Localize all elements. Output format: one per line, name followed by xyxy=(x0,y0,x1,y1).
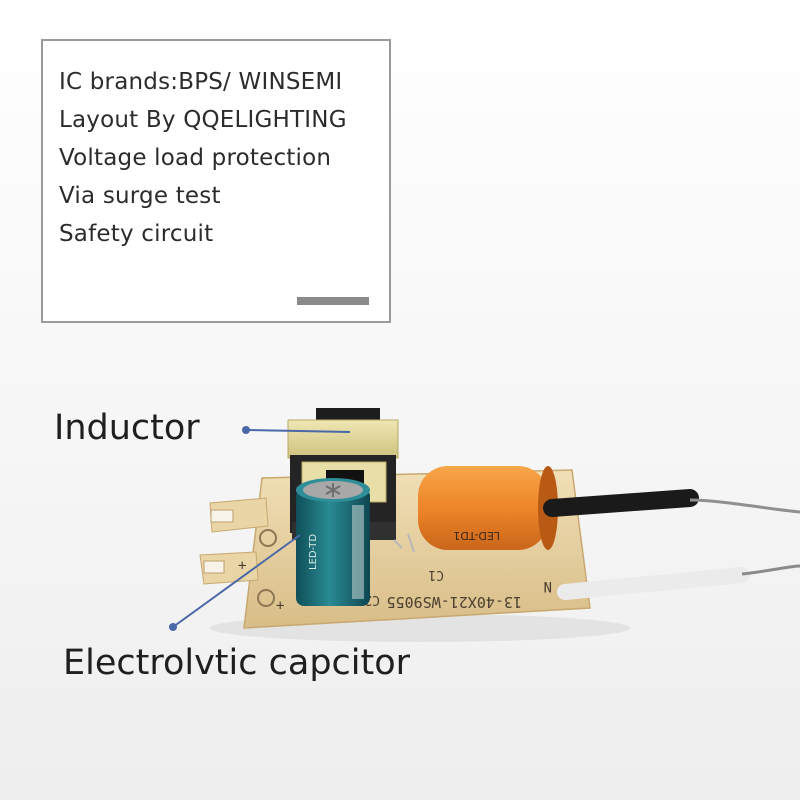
spec-decorative-bar xyxy=(297,297,369,305)
spec-line-ic-brands: IC brands:BPS/ WINSEMI xyxy=(59,69,343,95)
capacitor-callout-line xyxy=(169,534,301,631)
component-lead xyxy=(393,533,415,553)
spec-line-safety-circuit: Safety circuit xyxy=(59,221,214,247)
pcb-plus-bottom: + xyxy=(276,598,284,614)
spec-line-surge-test: Via surge test xyxy=(59,183,221,209)
blue-electrolytic-capacitor: LED-TD xyxy=(296,478,370,606)
pcb-part-number: 13-40X21-WS9055 xyxy=(387,593,522,611)
pcb-plus-top: + xyxy=(238,558,246,574)
spec-list: IC brands:BPS/ WINSEMI Layout By QQELIGH… xyxy=(59,63,347,253)
orange-cap-marking: LED-TD1 xyxy=(453,529,500,542)
spec-line-layout: Layout By QQELIGHTING xyxy=(59,107,347,133)
pcb-c1-label: C1 xyxy=(428,567,444,582)
inductor-label: Inductor xyxy=(54,408,200,448)
pcb-n-label: N xyxy=(544,578,552,594)
spec-box: IC brands:BPS/ WINSEMI Layout By QQELIGH… xyxy=(41,39,391,323)
white-wire xyxy=(557,564,800,600)
black-wire xyxy=(543,489,800,517)
blue-cap-marking: LED-TD xyxy=(308,534,319,570)
electrolytic-capacitor-label: Electrolvtic capcitor xyxy=(63,643,411,683)
orange-capacitor: LED-TD1 xyxy=(418,466,558,550)
inductor-callout-line xyxy=(242,426,351,434)
spec-line-voltage-protection: Voltage load protection xyxy=(59,145,332,171)
